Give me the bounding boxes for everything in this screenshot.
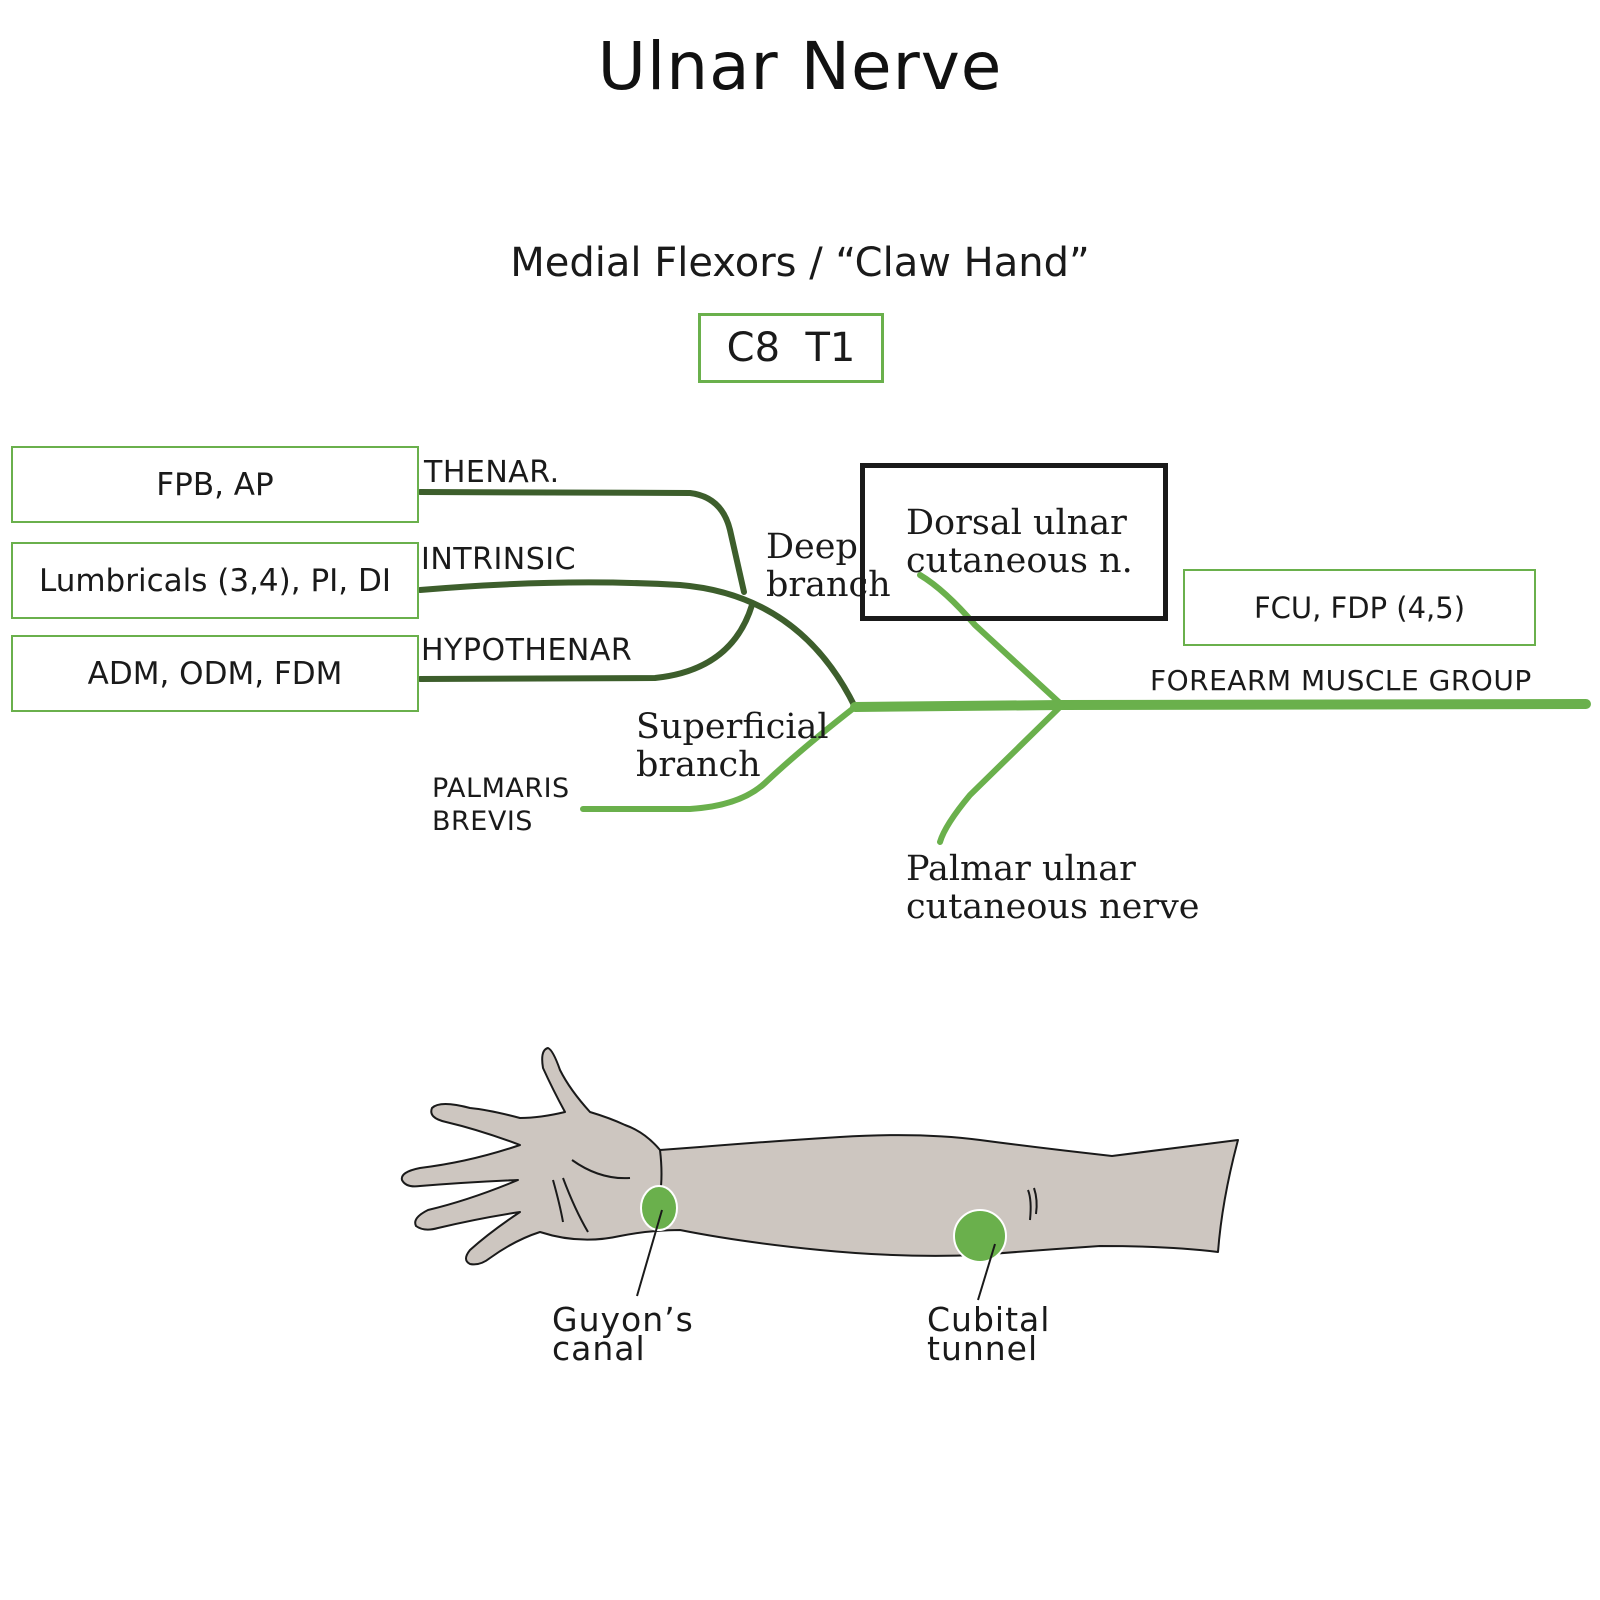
superficial-branch (580, 704, 858, 812)
nerve-root-box: C8 T1 (698, 313, 884, 383)
thenar-label: THENAR. (424, 455, 560, 490)
hypothenar-muscles-box: ADM, ODM, FDM (11, 635, 419, 712)
palm-crease-2 (562, 1177, 589, 1233)
palm-crease-3 (552, 1179, 564, 1223)
intrinsic-branch (417, 579, 858, 710)
palmar-cutaneous-branch (937, 702, 1065, 845)
forearm-group-label: FOREARM MUSCLE GROUP (1150, 664, 1532, 697)
subtitle: Medial Flexors / “Claw Hand” (510, 240, 1090, 286)
elbow-crease (1027, 1189, 1032, 1221)
guyon-canal-label: Guyon’s canal (552, 1300, 694, 1368)
deep-branch-label: Deep branch (766, 527, 891, 605)
dorsal-cutaneous-branch (917, 572, 1065, 708)
cubital-tunnel-marker (953, 1209, 1007, 1263)
palmaris-label: PALMARIS BREVIS (432, 773, 570, 837)
cubital-tunnel-label: Cubital tunnel (927, 1300, 1051, 1368)
page-title: Ulnar Nerve (597, 28, 1003, 105)
guyon-canal-marker (640, 1185, 678, 1231)
thenar-muscles-box: FPB, AP (11, 446, 419, 523)
thenar-branch (417, 489, 747, 595)
hypothenar-label: HYPOTHENAR (421, 633, 633, 668)
intrinsic-label: INTRINSIC (421, 542, 577, 577)
main-trunk (850, 699, 1591, 712)
dorsal-cutaneous-label: Dorsal ulnar cutaneous n. (906, 503, 1133, 581)
elbow-crease-2 (1033, 1187, 1038, 1215)
superficial-branch-label: Superficial branch (636, 707, 829, 785)
arm-silhouette (400, 1047, 1239, 1266)
arm-illustration (400, 1047, 1239, 1266)
cubital-leader (977, 1243, 996, 1301)
dorsal-cutaneous-box (860, 463, 1168, 621)
hypothenar-branch (417, 602, 755, 682)
forearm-muscles-box: FCU, FDP (4,5) (1183, 569, 1536, 646)
guyon-leader (636, 1209, 663, 1297)
palmar-cutaneous-label: Palmar ulnar cutaneous nerve (906, 849, 1200, 927)
palm-crease-1 (571, 1159, 631, 1180)
intrinsic-muscles-box: Lumbricals (3,4), PI, DI (11, 542, 419, 619)
